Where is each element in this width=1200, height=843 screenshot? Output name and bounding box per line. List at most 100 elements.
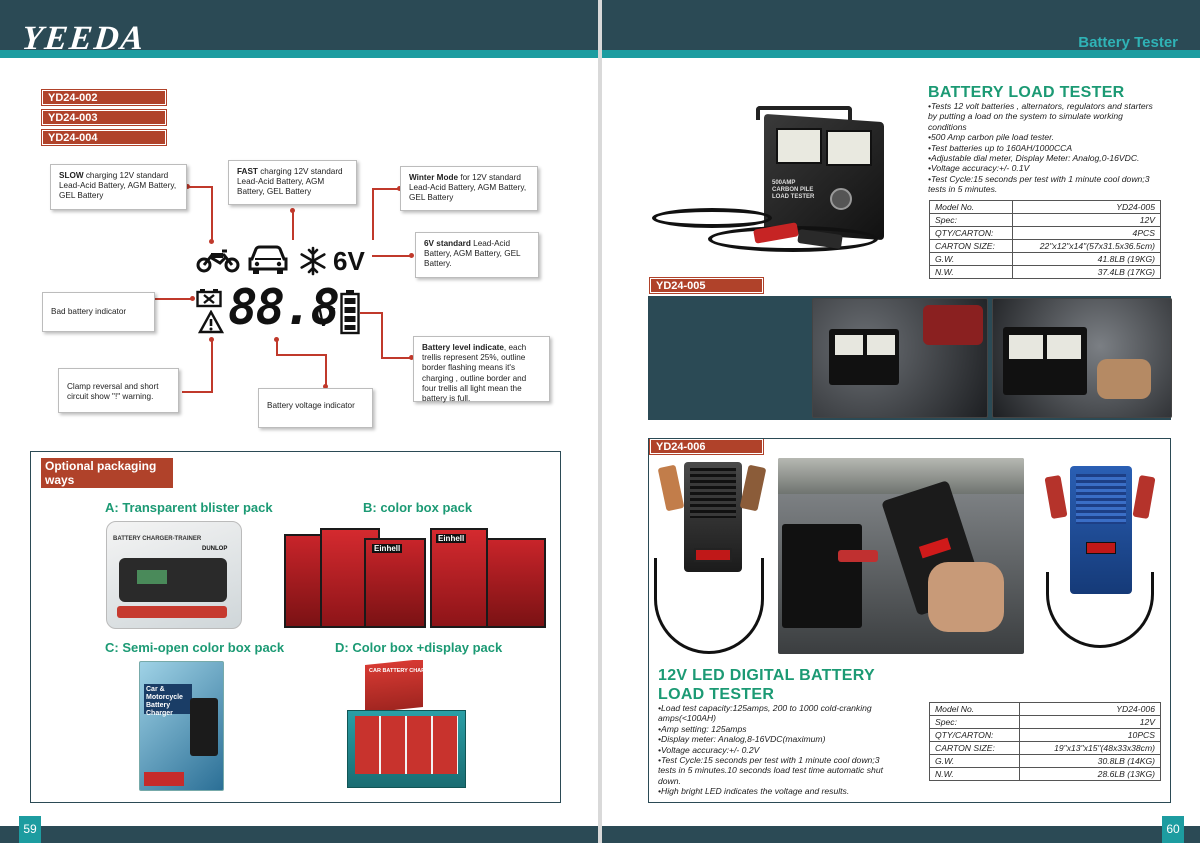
connector-line [372, 188, 400, 190]
tester-gauge [1009, 335, 1043, 359]
title-line: LOAD TESTER [658, 686, 775, 703]
tester-cable [654, 558, 764, 654]
table-row: Spec:12V [929, 715, 1162, 729]
table-cell: 19"x13"x15"(48x33x38cm) [1018, 741, 1162, 755]
table-cell: 30.8LB (14KG) [1018, 754, 1162, 768]
table-row: Spec:12V [928, 213, 1161, 227]
red-clamp [657, 464, 685, 512]
table-row: QTY/CARTON:10PCS [929, 728, 1162, 742]
table-row: Model No.YD24-006 [929, 702, 1162, 716]
connector-dot [209, 239, 214, 244]
connector-dot [290, 208, 295, 213]
connector-line [211, 186, 213, 241]
callout-clamp-reversal: Clamp reversal and short circuit show "!… [58, 368, 179, 413]
semi-open-box-image: Car & Motorcycle Battery Charger [139, 661, 224, 791]
connector-line [381, 357, 413, 359]
connector-line [276, 354, 326, 356]
charger-image [119, 558, 227, 602]
product-description-yd24-005: •Tests 12 volt batteries , alternators, … [928, 101, 1160, 195]
feature-bullet: •Amp setting: 125amps [658, 723, 747, 734]
table-cell: QTY/CARTON: [928, 226, 1014, 240]
product-panel-yd24-006 [648, 438, 1171, 803]
callout-bad-battery: Bad battery indicator [42, 292, 155, 332]
feature-bullet: •Display meter: Analog,8-16VDC(maximum) [658, 734, 826, 745]
connector-dot [190, 296, 195, 301]
connector-line [325, 354, 327, 388]
table-cell: QTY/CARTON: [929, 728, 1020, 742]
table-row: CARTON SIZE:22"x12"x14"(57x31.5x36.5cm) [928, 239, 1161, 253]
page-spine [598, 0, 602, 843]
charger-screen [137, 570, 167, 584]
feature-bullet: •High bright LED indicates the voltage a… [658, 786, 850, 797]
battery-load-tester-image: 500AMP CARBON PILE LOAD TESTER [648, 96, 920, 264]
semi-box-label: Car & Motorcycle Battery Charger [144, 684, 192, 717]
pack-c-label: C: Semi-open color box pack [105, 640, 285, 655]
table-cell: 28.6LB (13KG) [1018, 767, 1162, 781]
connector-dot [209, 337, 214, 342]
table-cell: G.W. [929, 754, 1020, 768]
connector-line [182, 391, 213, 393]
battery-level-icon [340, 290, 360, 335]
connector-dot [185, 184, 190, 189]
feature-bullet: •Voltage accuracy:+/- 0.1V [928, 163, 1030, 174]
tester-gauge [835, 335, 863, 355]
box-brand: Einhell [372, 544, 403, 553]
tester-knob [830, 188, 852, 210]
right-header-stripe [602, 50, 1200, 58]
blister-pack-image: BATTERY CHARGER-TRAINER DUNLOP [106, 521, 242, 629]
charger-image [190, 698, 218, 756]
display-boxes [355, 716, 458, 774]
callout-battery-level: Battery level indicate, each trellis rep… [413, 336, 550, 403]
table-cell: Model No. [928, 200, 1014, 214]
table-cell: N.W. [928, 265, 1014, 279]
table-row: N.W.37.4LB (17KG) [928, 265, 1161, 279]
tester-cable [652, 208, 772, 228]
connector-line [276, 340, 278, 355]
pack-a-label: A: Transparent blister pack [105, 500, 273, 515]
model-tag-yd24-004: YD24-004 [41, 129, 167, 146]
model-tag-yd24-005: YD24-005 [649, 277, 764, 294]
motorcycle-icon [196, 249, 240, 273]
table-cell: 12V [1018, 715, 1162, 729]
packaging-title: Optional packaging ways [41, 458, 173, 488]
spec-table-yd24-006: Model No.YD24-006 Spec:12V QTY/CARTON:10… [929, 702, 1162, 781]
product-description-yd24-006: •Load test capacity:125amps, 200 to 1000… [658, 703, 888, 797]
box-badge [144, 772, 184, 786]
table-row: Model No.YD24-005 [928, 200, 1161, 214]
display-label: CAR BATTERY CHARGER [369, 668, 438, 674]
model-tag-yd24-002: YD24-002 [41, 89, 167, 106]
red-clamp [1132, 474, 1156, 520]
tester-gauge-left [776, 128, 822, 164]
connector-dot [409, 355, 414, 360]
box-brand: Einhell [436, 534, 467, 543]
feature-bullet: •500 Amp carbon pile load tester. [928, 132, 1055, 143]
snowflake-icon [300, 246, 326, 276]
connector-line [360, 312, 382, 314]
hand [928, 562, 1004, 632]
color-box [486, 538, 546, 628]
table-cell: 4PCS [1012, 226, 1161, 240]
tester-label: 500AMP CARBON PILE LOAD TESTER [772, 180, 815, 200]
callout-6v-standard: 6V standard Lead-Acid Battery, AGM Batte… [415, 232, 539, 278]
table-cell: YD24-006 [1018, 702, 1162, 716]
red-clamp [838, 550, 878, 562]
callout-voltage-indicator: Battery voltage indicator [258, 388, 373, 428]
black-clamp [739, 464, 767, 512]
connector-line [211, 340, 213, 392]
connector-dot [274, 337, 279, 342]
table-cell: G.W. [928, 252, 1014, 266]
connector-line [292, 210, 294, 240]
left-header-bar [0, 0, 598, 58]
feature-bullet: •Tests 12 volt batteries , alternators, … [928, 101, 1153, 132]
connector-line [372, 188, 374, 240]
connector-dot [323, 384, 328, 389]
feature-bullet: •Test Cycle:15 seconds per test with 1 m… [658, 755, 883, 786]
table-row: CARTON SIZE:19"x13"x15"(48x33x38cm) [929, 741, 1162, 755]
connector-line [381, 312, 383, 358]
table-cell: 12V [1012, 213, 1161, 227]
usage-photo-1 [812, 298, 988, 418]
feature-bullet: •Voltage accuracy:+/- 0.2V [658, 744, 760, 755]
table-cell: 41.8LB (19KG) [1012, 252, 1161, 266]
pack-b-label: B: color box pack [363, 500, 473, 515]
car-icon [248, 245, 288, 274]
